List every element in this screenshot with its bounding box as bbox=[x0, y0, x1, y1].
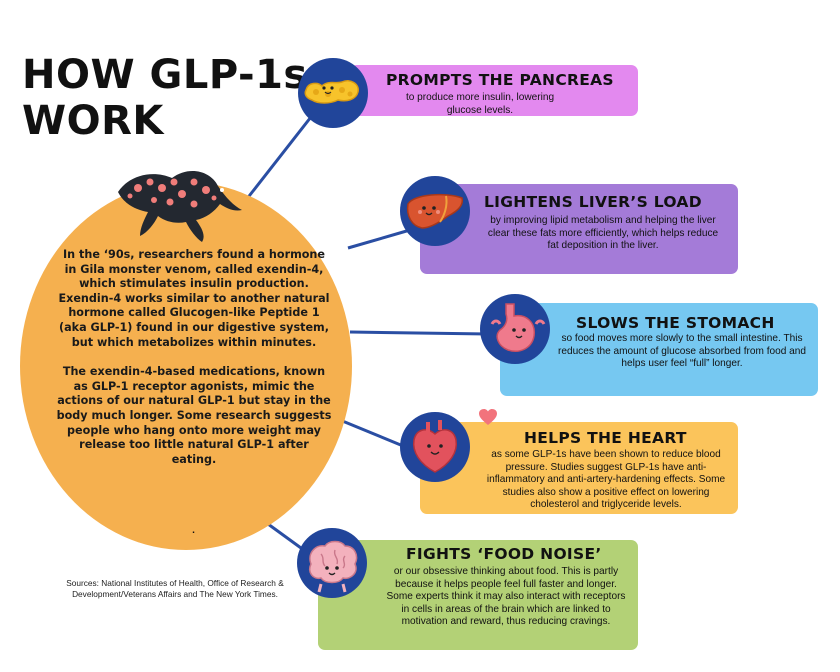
card-stomach-title: SLOWS THE STOMACH bbox=[576, 314, 775, 332]
intro-paragraph-1: In the ‘90s, researchers found a hormone… bbox=[58, 248, 330, 349]
brain-icon bbox=[297, 528, 367, 598]
card-liver: LIGHTENS LIVER’S LOAD by improving lipid… bbox=[420, 184, 738, 274]
card-heart-body: as some GLP-1s have been shown to reduce… bbox=[486, 449, 726, 511]
small-heart-icon bbox=[479, 409, 497, 425]
intro-dot: . bbox=[192, 526, 196, 535]
page-title: HOW GLP-1s WORK bbox=[22, 52, 308, 144]
title-line-1: HOW GLP-1s bbox=[22, 52, 308, 98]
liver-icon bbox=[400, 176, 470, 246]
intro-text: In the ‘90s, researchers found a hormone… bbox=[56, 248, 332, 482]
card-brain-title: FIGHTS ‘FOOD NOISE’ bbox=[406, 545, 602, 563]
card-stomach: SLOWS THE STOMACH so food moves more slo… bbox=[500, 303, 818, 396]
pancreas-icon bbox=[298, 58, 368, 128]
title-line-2: WORK bbox=[22, 98, 164, 144]
card-pancreas-body: to produce more insulin, lowering glucos… bbox=[405, 92, 555, 116]
card-pancreas: PROMPTS THE PANCREAS to produce more ins… bbox=[350, 65, 638, 116]
intro-circle bbox=[20, 182, 352, 550]
gila-monster-icon bbox=[118, 171, 242, 242]
card-heart: HELPS THE HEART as some GLP-1s have been… bbox=[420, 422, 738, 514]
card-heart-title: HELPS THE HEART bbox=[524, 429, 687, 447]
card-stomach-body: so food moves more slowly to the small i… bbox=[557, 333, 807, 370]
intro-paragraph-2: The exendin-4-based medications, known a… bbox=[56, 365, 332, 466]
card-pancreas-title: PROMPTS THE PANCREAS bbox=[386, 71, 614, 89]
heart-icon bbox=[400, 412, 470, 482]
card-brain-body: or our obsessive thinking about food. Th… bbox=[386, 566, 626, 628]
sources-note: Sources: National Institutes of Health, … bbox=[66, 578, 284, 600]
card-liver-title: LIGHTENS LIVER’S LOAD bbox=[484, 193, 702, 211]
card-liver-body: by improving lipid metabolism and helpin… bbox=[487, 215, 719, 252]
card-brain: FIGHTS ‘FOOD NOISE’ or our obsessive thi… bbox=[318, 540, 638, 650]
stomach-icon bbox=[480, 294, 550, 364]
